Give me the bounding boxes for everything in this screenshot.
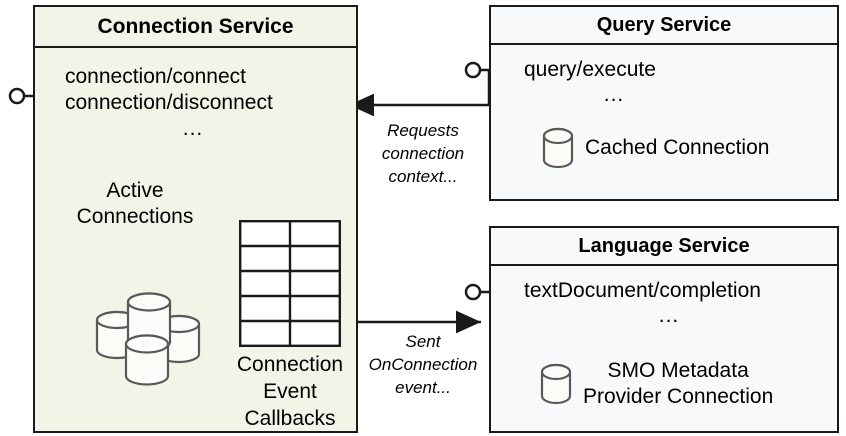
operation-connection-disconnect: connection/disconnect xyxy=(65,91,273,114)
edge-label-upper-line1: Requests xyxy=(387,121,459,140)
cached-connection-datastore: Cached Connection xyxy=(541,127,769,169)
language-service-component[interactable]: Language Service textDocument/completion… xyxy=(489,226,839,433)
edge-label-lower-line3: event... xyxy=(395,378,451,397)
query-service-operations: query/execute ... xyxy=(524,57,704,106)
database-cylinder-front-icon xyxy=(124,334,170,386)
connection-service-component[interactable]: Connection Service connection/connect co… xyxy=(33,5,358,433)
active-connections-label-line1: Active xyxy=(106,179,164,202)
cached-connection-label: Cached Connection xyxy=(585,136,770,159)
smo-metadata-provider-label: SMO Metadata Provider Connection xyxy=(583,358,773,410)
language-service-operations-ellipsis: ... xyxy=(658,304,680,327)
query-service-title: Query Service xyxy=(491,7,837,45)
edge-label-sent-onconnection-event: Sent OnConnection event... xyxy=(361,330,485,399)
query-service-operations-ellipsis: ... xyxy=(603,83,625,106)
operation-query-execute: query/execute xyxy=(524,58,656,81)
edge-label-requests-connection-context: Requests connection context... xyxy=(361,119,485,188)
callbacks-label-line2: Event xyxy=(263,380,317,403)
smo-metadata-provider-label-line1: SMO Metadata xyxy=(607,359,749,382)
database-cylinder-icon xyxy=(540,363,572,405)
operation-connection-connect: connection/connect xyxy=(65,65,246,88)
callbacks-label-line1: Connection xyxy=(236,353,344,376)
connection-event-callbacks-label: Connection Event Callbacks xyxy=(210,351,370,432)
edge-label-upper-line2: connection xyxy=(381,144,465,163)
language-service-operations: textDocument/completion ... xyxy=(524,278,814,327)
database-cluster-icon xyxy=(95,292,201,386)
connection-service-operations-ellipsis: ... xyxy=(182,117,204,140)
edge-label-lower-line2: OnConnection xyxy=(368,355,478,374)
smo-metadata-provider-label-line2: Provider Connection xyxy=(583,385,774,408)
smo-metadata-provider-datastore: SMO Metadata Provider Connection xyxy=(539,358,773,410)
callbacks-label-line3: Callbacks xyxy=(244,407,336,430)
connection-service-operations: connection/connect connection/disconnect… xyxy=(65,64,321,140)
language-service-title: Language Service xyxy=(491,228,837,266)
database-cylinder-icon xyxy=(542,127,574,169)
active-connections-label-line2: Connections xyxy=(76,205,194,228)
query-service-component[interactable]: Query Service query/execute ... Cached C… xyxy=(489,5,839,201)
active-connections-label: Active Connections xyxy=(55,178,215,230)
connection-service-title: Connection Service xyxy=(35,7,356,48)
connection-event-callbacks-table xyxy=(239,220,341,347)
operation-textdocument-completion: textDocument/completion xyxy=(524,279,761,302)
edge-label-lower-line1: Sent xyxy=(405,332,441,351)
edge-label-upper-line3: context... xyxy=(388,167,458,186)
